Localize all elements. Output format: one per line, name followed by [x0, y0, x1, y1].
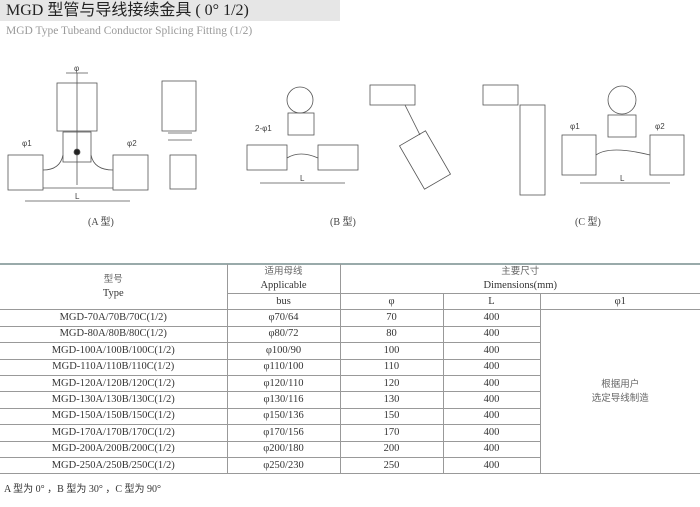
- cell-bus: φ120/110: [226, 374, 341, 393]
- cell-type: MGD-250A/250B/250C(1/2): [0, 456, 228, 475]
- drawing-b: 2-φ1 L (B 型): [246, 84, 452, 228]
- cell-L: 400: [442, 325, 540, 344]
- caption-b: (B 型): [330, 215, 356, 228]
- cell-phi: 80: [339, 325, 444, 344]
- note-line-2: 选定导线制造: [591, 392, 649, 404]
- cell-L: 400: [442, 358, 540, 376]
- cell-L: 400: [442, 309, 541, 327]
- cell-phi: 120: [339, 374, 444, 393]
- cell-bus: φ70/64: [226, 309, 341, 327]
- footer-note: A 型为 0° ，B 型为 30° ，C 型为 90°: [4, 484, 162, 495]
- cell-type: MGD-120A/120B/120C(1/2): [0, 374, 228, 393]
- cell-L: 400: [442, 424, 540, 442]
- cell-type: MGD-100A/100B/100C(1/2): [0, 342, 228, 360]
- dim-phi1-c: φ1: [570, 122, 580, 131]
- page-subtitle: MGD Type Tubeand Conductor Splicing Fitt…: [6, 25, 253, 37]
- cell-L: 400: [442, 407, 540, 426]
- dim-L: L: [75, 192, 80, 201]
- drawing-a: φ φ1 φ2 L (A 型): [7, 64, 197, 228]
- header-phi1: φ1: [539, 292, 700, 311]
- dim-phi1: φ1: [22, 139, 32, 148]
- page-title: MGD 型管与导线接续金具 ( 0° 1/2): [0, 0, 340, 21]
- cell-phi: 150: [339, 407, 444, 426]
- cell-type: MGD-110A/110B/110C(1/2): [0, 358, 228, 376]
- cell-phi: 170: [339, 424, 444, 442]
- cell-bus: φ170/156: [226, 424, 341, 442]
- cell-phi: 130: [339, 391, 444, 409]
- cell-bus: φ100/90: [226, 342, 341, 360]
- cell-L: 400: [442, 456, 540, 475]
- cell-type: MGD-170A/170B/170C(1/2): [0, 424, 228, 442]
- cell-L: 400: [442, 342, 540, 360]
- cell-phi: 110: [339, 358, 444, 376]
- cell-L: 400: [442, 440, 540, 458]
- dim-2phi1: 2-φ1: [255, 124, 272, 133]
- cell-phi: 200: [339, 440, 444, 458]
- cell-phi: 100: [339, 342, 444, 360]
- cell-type: MGD-130A/130B/130C(1/2): [0, 391, 228, 409]
- cell-bus: φ80/72: [226, 325, 341, 344]
- note-line-1: 根据用户: [601, 378, 640, 390]
- cell-type: MGD-70A/70B/70C(1/2): [0, 309, 228, 327]
- header-phi: φ: [339, 292, 444, 311]
- cell-bus: φ200/180: [226, 440, 341, 458]
- cell-L: 400: [442, 391, 540, 409]
- dim-L-c: L: [620, 174, 625, 183]
- cell-phi: 70: [339, 309, 444, 327]
- dim-phi2: φ2: [127, 139, 137, 148]
- dim-phi: φ: [74, 64, 79, 73]
- cell-type: MGD-200A/200B/200C(1/2): [0, 440, 228, 458]
- cell-bus: φ110/100: [226, 358, 341, 376]
- cell-bus: φ250/230: [226, 456, 341, 475]
- cell-phi: 250: [339, 456, 444, 475]
- cell-phi1-note: 根据用户选定导线制造: [539, 309, 700, 475]
- dim-L-b: L: [300, 174, 305, 183]
- caption-c: (C 型): [575, 215, 601, 228]
- cell-type: MGD-150A/150B/150C(1/2): [0, 407, 228, 426]
- cell-L: 400: [442, 374, 540, 393]
- cell-type: MGD-80A/80B/80C(1/2): [0, 325, 228, 344]
- caption-a: (A 型): [88, 215, 114, 228]
- cell-bus: φ150/136: [226, 407, 341, 426]
- header-L: L: [442, 292, 541, 311]
- cell-bus: φ130/116: [226, 391, 341, 409]
- drawing-c: φ1 φ2 L (C 型): [482, 84, 685, 228]
- drawings: φ φ1 φ2 L (A 型) 2-φ1 L (B 型) φ1 φ2 L (: [7, 64, 685, 228]
- header-bus-2: bus: [227, 292, 341, 311]
- dim-phi2-c: φ2: [655, 122, 665, 131]
